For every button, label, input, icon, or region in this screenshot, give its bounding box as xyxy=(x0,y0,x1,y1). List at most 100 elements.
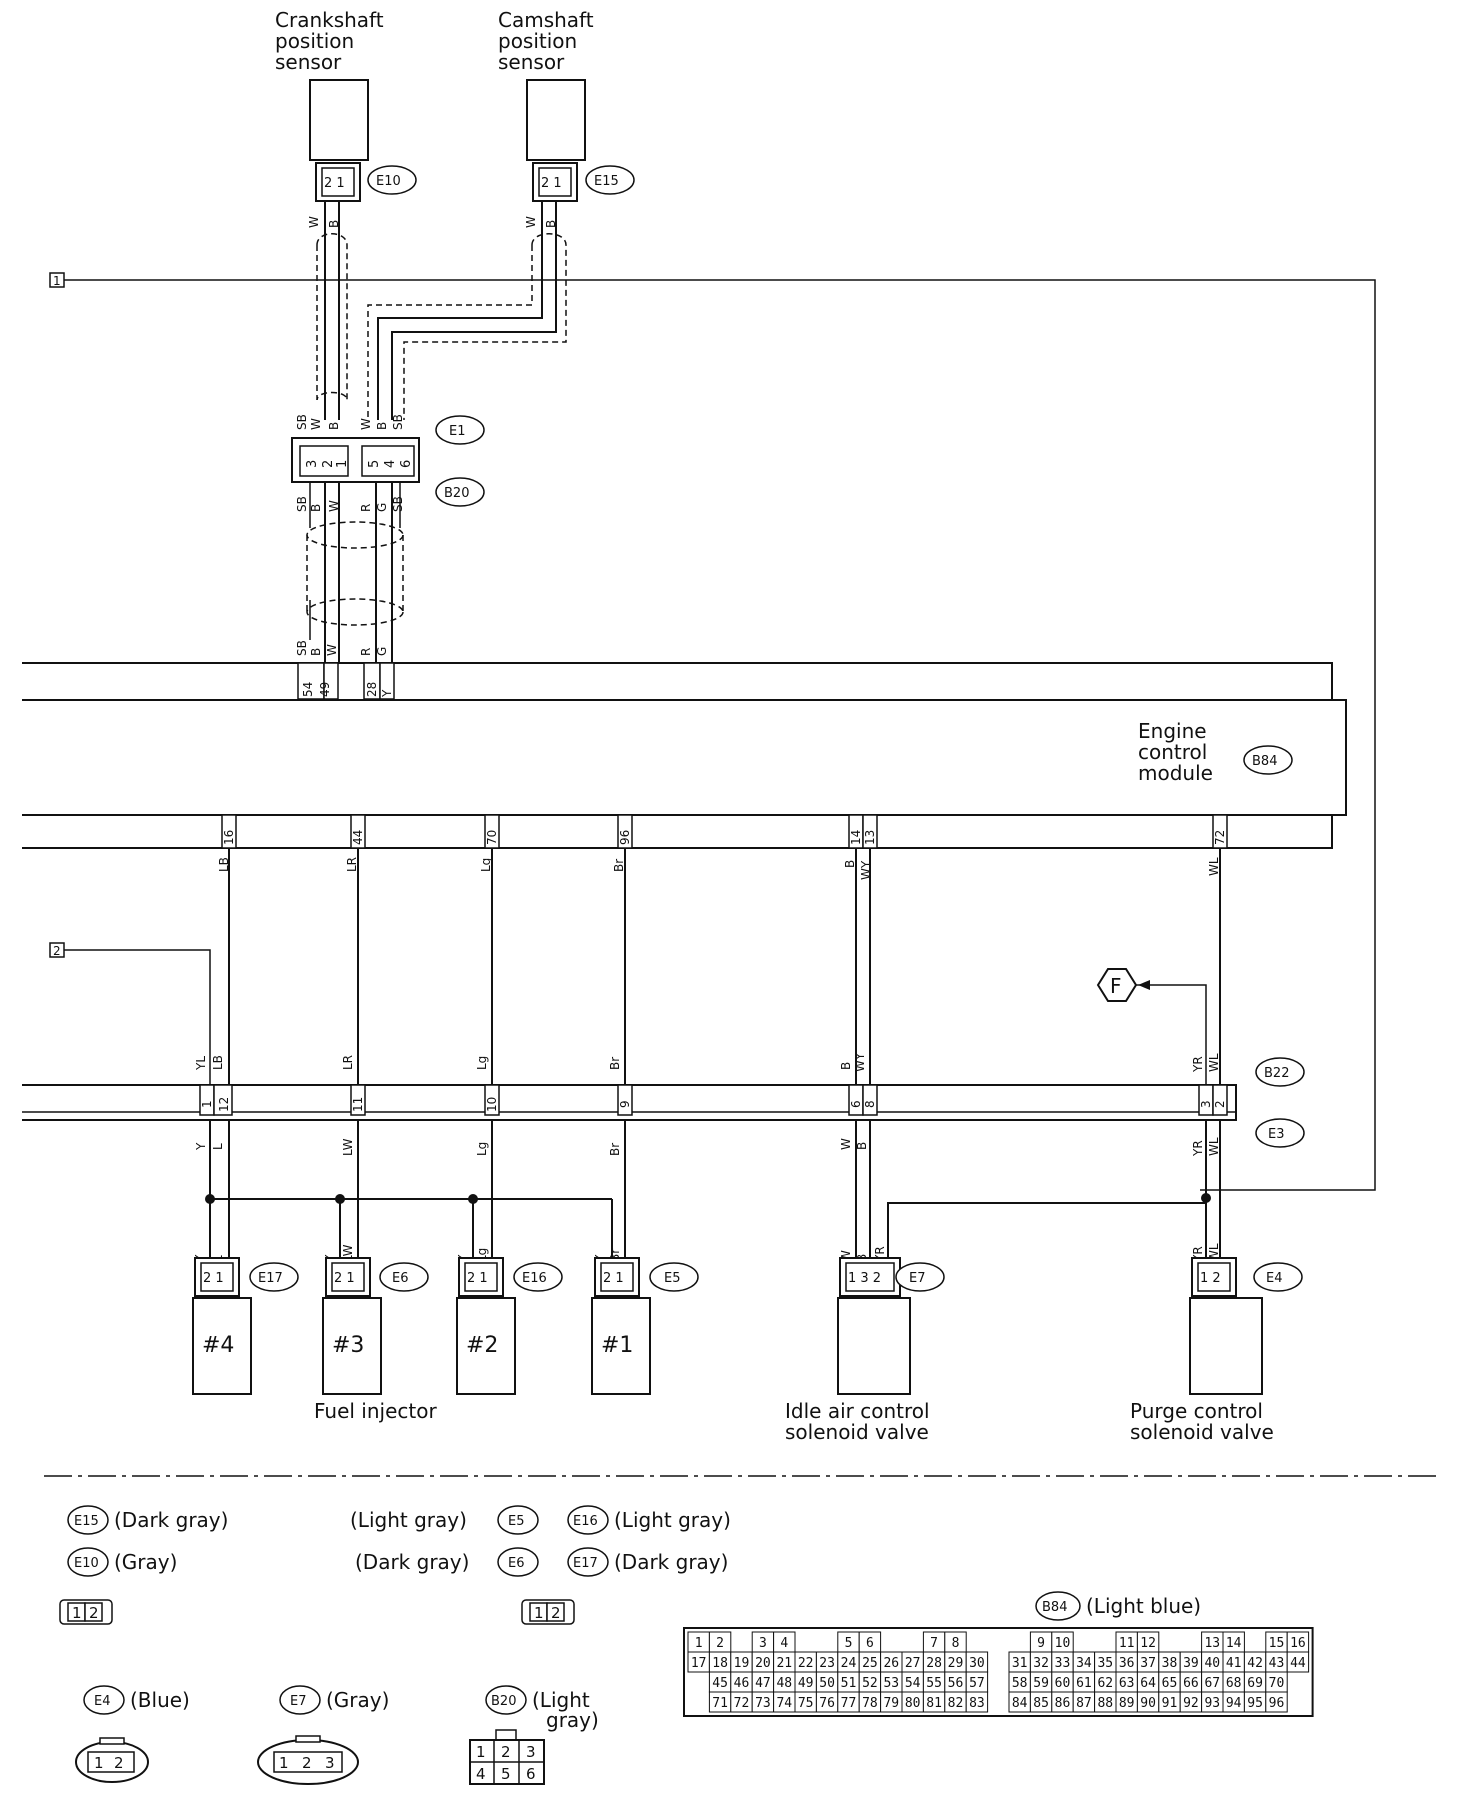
b84-pin-label: 85 xyxy=(1033,1696,1049,1711)
legend-b84-text: (Light blue) xyxy=(1086,1594,1201,1618)
b84-pin-label: 38 xyxy=(1162,1656,1178,1671)
ecm-pin-70: 70 xyxy=(485,830,499,845)
fuel-injector-3: Y LW 2 1 #3 E6 xyxy=(322,1244,429,1395)
b84-pin-label: 21 xyxy=(776,1656,792,1671)
b84-pin-label: 48 xyxy=(776,1676,792,1691)
b84-pin-label: 32 xyxy=(1033,1656,1049,1671)
b22-pin-1: 1 xyxy=(200,1100,214,1108)
legend-e7-pin-1: 1 xyxy=(279,1754,289,1772)
inj2-label: #2 xyxy=(466,1333,498,1358)
b84-connector-id: B84 xyxy=(1252,754,1277,769)
e1-connector-id: E1 xyxy=(449,424,466,439)
lower-l: L xyxy=(211,1143,225,1150)
b22-pin-3: 3 xyxy=(1199,1100,1213,1108)
b84-pin-label: 50 xyxy=(819,1676,835,1691)
b84-pin-label: 64 xyxy=(1140,1676,1156,1691)
fuel-injector-1: Y Br 2 1 #1 E5 xyxy=(591,1249,699,1395)
b84-pin-label: 76 xyxy=(819,1696,835,1711)
b84-pin-label: 66 xyxy=(1183,1676,1199,1691)
b84-pin-label: 17 xyxy=(691,1656,707,1671)
b84-pin-label: 84 xyxy=(1012,1696,1028,1711)
legend-b20-pin-5: 5 xyxy=(501,1765,511,1783)
marker-1-label: 1 xyxy=(53,274,61,288)
b84-pin-label: 69 xyxy=(1247,1676,1263,1691)
b84-pin-label: 11 xyxy=(1119,1636,1135,1651)
b84-pin-label: 86 xyxy=(1055,1696,1071,1711)
b22-color-lg: Lg xyxy=(475,1056,489,1070)
b22-pin-2: 2 xyxy=(1213,1100,1227,1108)
b22-pin-6: 6 xyxy=(849,1100,863,1108)
inj2-pins: 2 1 xyxy=(467,1271,488,1286)
lower-w: W xyxy=(839,1138,853,1150)
b20-col-g: G xyxy=(375,503,389,512)
b84-pin-label: 88 xyxy=(1097,1696,1113,1711)
b84-pin-label: 93 xyxy=(1204,1696,1220,1711)
b22-color-lb: LB xyxy=(211,1055,225,1070)
b84-pin-label: 89 xyxy=(1119,1696,1135,1711)
wire-wl-upper: WL xyxy=(1207,857,1221,876)
inj4-pins: 2 1 xyxy=(203,1271,224,1286)
cam-title-2: position xyxy=(498,29,577,53)
legend-e15-id: E15 xyxy=(74,1514,99,1529)
b84-pin-label: 67 xyxy=(1204,1676,1220,1691)
b84-pin-label: 15 xyxy=(1269,1636,1285,1651)
inj2-connector-id: E16 xyxy=(522,1271,547,1286)
b84-pin-label: 55 xyxy=(926,1676,942,1691)
b20-col-sb2: SB xyxy=(391,496,405,512)
ecm-pin-54: 54 xyxy=(301,682,315,697)
purge-caption-1: Purge control xyxy=(1130,1399,1263,1423)
b84-cell xyxy=(1286,1651,1310,1673)
legend-e6-id: E6 xyxy=(508,1556,525,1571)
b84-pin-label: 79 xyxy=(883,1696,899,1711)
b84-pin-label: 42 xyxy=(1247,1656,1263,1671)
wire-lr-upper: LR xyxy=(345,857,359,872)
b20-col-sb1: SB xyxy=(295,496,309,512)
b84-pin-label: 94 xyxy=(1226,1696,1242,1711)
lower-lg: Lg xyxy=(475,1142,489,1156)
b84-pin-label: 12 xyxy=(1140,1636,1156,1651)
b22-pin-8: 8 xyxy=(863,1100,877,1108)
cam-title-1: Camshaft xyxy=(498,8,594,32)
b84-pin-label: 56 xyxy=(948,1676,964,1691)
lower-yr: YR xyxy=(1191,1140,1205,1157)
b84-cell xyxy=(1265,1691,1288,1713)
legend-e17-text: (Dark gray) xyxy=(614,1550,728,1574)
e1-pin-3: 3 xyxy=(305,460,320,468)
b20-connector-id: B20 xyxy=(444,486,469,501)
legend: E15 (Dark gray) E10 (Gray) 1 2 (Light gr… xyxy=(59,1505,1314,1785)
inj3-pins: 2 1 xyxy=(334,1271,355,1286)
b84-pin-label: 70 xyxy=(1269,1676,1285,1691)
b84-pin-label: 13 xyxy=(1204,1636,1220,1651)
iac-caption-2: solenoid valve xyxy=(785,1420,929,1444)
e1-col-b2: B xyxy=(375,422,389,430)
b84-pin-label: 71 xyxy=(712,1696,728,1711)
legend-e7-text: (Gray) xyxy=(326,1688,389,1712)
b22-color-wy: WY xyxy=(853,1052,867,1072)
lower-br: Br xyxy=(608,1143,622,1156)
e1-pin-4: 4 xyxy=(383,460,398,468)
b84-pin-label: 91 xyxy=(1162,1696,1178,1711)
b84-pin-label: 60 xyxy=(1055,1676,1071,1691)
wire-br-upper: Br xyxy=(612,859,626,872)
b20-col-w: W xyxy=(327,500,341,512)
b84-pin-label: 78 xyxy=(862,1696,878,1711)
camshaft-sensor: Camshaft position sensor 2 1 E15 xyxy=(498,8,635,202)
b84-pin-label: 45 xyxy=(712,1676,728,1691)
b84-pin-label: 1 xyxy=(695,1636,703,1651)
legend-e16-text: (Light gray) xyxy=(614,1508,731,1532)
wire-lg-upper: Lg xyxy=(479,858,493,872)
ecm-pin-13: 13 xyxy=(863,830,877,845)
b84-pin-label: 22 xyxy=(798,1656,814,1671)
ecm-in-g: G xyxy=(375,647,389,656)
purge-control-valve: YR WL 1 2 E4 Purge control solenoid valv… xyxy=(1130,1243,1303,1444)
b84-pin-label: 36 xyxy=(1119,1656,1135,1671)
b84-pin-label: 52 xyxy=(862,1676,878,1691)
b84-pin-label: 82 xyxy=(948,1696,964,1711)
ecm-title-3: module xyxy=(1138,761,1213,785)
purge-connector-id: E4 xyxy=(1266,1271,1283,1286)
b84-pin-label: 5 xyxy=(845,1636,853,1651)
b22-color-yl: YL xyxy=(194,1056,208,1071)
b84-pin-label: 26 xyxy=(883,1656,899,1671)
